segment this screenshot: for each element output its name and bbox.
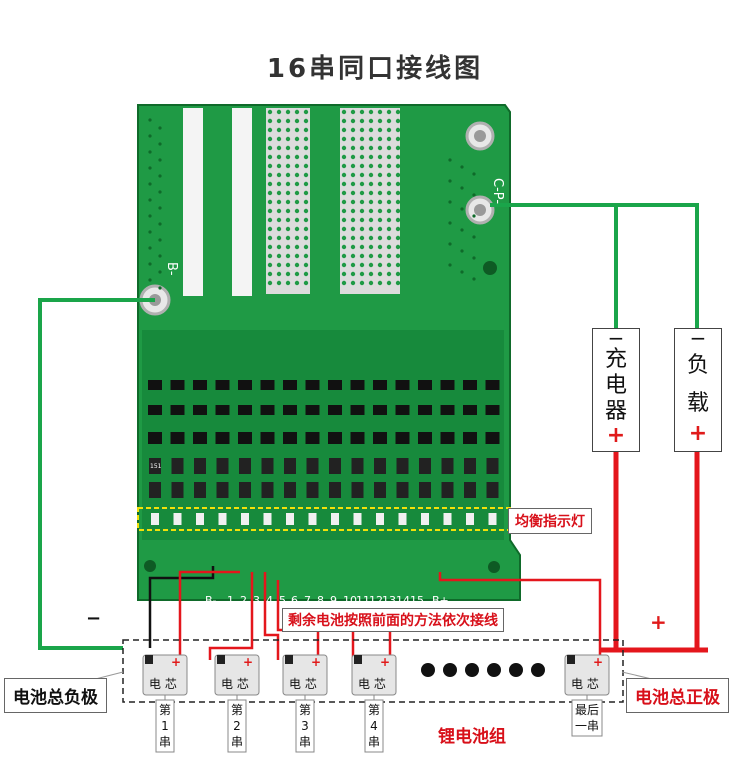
serial-label: 第 <box>231 703 243 717</box>
total-negative-label: 电池总负极 <box>4 678 107 713</box>
pin-label: 2 <box>240 594 247 607</box>
pin-label: B- <box>205 594 217 607</box>
pin-label: 1 <box>227 594 234 607</box>
serial-label: 第 <box>299 703 311 717</box>
pin-label: 6 <box>291 594 298 607</box>
pcb-board: 151 <box>137 104 521 601</box>
cell-name: 电 芯 <box>571 677 599 691</box>
total-positive-label: 电池总正极 <box>626 678 729 713</box>
pin-label: 14 <box>396 594 410 607</box>
pin-label: 8 <box>317 594 324 607</box>
cell-plus: + <box>311 655 321 669</box>
charger-char-2: 电 <box>604 373 627 398</box>
load-plus: + <box>688 421 708 446</box>
pin-label: 9 <box>330 594 337 607</box>
balance-light-label: 均衡指示灯 <box>508 508 592 534</box>
charger-plus: + <box>606 423 626 448</box>
resistor-code: 151 <box>150 463 162 470</box>
cell-plus: + <box>380 655 390 669</box>
pin-label: 13 <box>382 594 396 607</box>
positive-sign: + <box>650 610 667 634</box>
load-label: − 负 载 + <box>674 328 722 452</box>
serial-label: 串 <box>368 735 380 749</box>
serial-label: 最后 <box>575 703 599 717</box>
pin-label: 12 <box>369 594 383 607</box>
charger-label: − 充 电 器 + <box>592 328 640 452</box>
serial-label: 一串 <box>575 719 599 733</box>
pin-label: 10 <box>343 594 357 607</box>
cell-plus: + <box>243 655 253 669</box>
serial-label: 3 <box>301 719 309 733</box>
serial-label: 4 <box>370 719 378 733</box>
serial-label-box <box>571 699 603 737</box>
cell-name: 电 芯 <box>149 677 177 691</box>
page-title: 16串同口接线图 <box>266 54 484 84</box>
cell-name: 电 芯 <box>289 677 317 691</box>
pin-label: 11 <box>356 594 370 607</box>
load-minus: − <box>689 326 707 350</box>
pin-label: 7 <box>304 594 311 607</box>
serial-label: 第 <box>159 703 171 717</box>
cell-name: 电 芯 <box>358 677 386 691</box>
pin-label: B+ <box>432 594 449 607</box>
cell-plus: + <box>593 655 603 669</box>
cell-plus: + <box>171 655 181 669</box>
ellipsis-dots <box>421 663 545 677</box>
serial-label: 1 <box>161 719 169 733</box>
pin-label: 5 <box>279 594 286 607</box>
serial-label: 串 <box>159 735 171 749</box>
remaining-wiring-note: 剩余电池按照前面的方法依次接线 <box>282 608 504 632</box>
pin-label: 3 <box>253 594 260 607</box>
pin-label: 4 <box>266 594 273 607</box>
cell-name: 电 芯 <box>221 677 249 691</box>
charger-minus: − <box>607 326 625 350</box>
negative-sign: − <box>86 608 102 629</box>
cp-board-mark: C-P- <box>490 178 505 204</box>
serial-label: 串 <box>231 735 243 749</box>
charger-char-1: 充 <box>604 347 627 372</box>
charger-char-3: 器 <box>604 399 627 424</box>
pin-label: 15 <box>410 594 424 607</box>
serial-label: 串 <box>299 735 311 749</box>
bminus-board-mark: B- <box>164 262 179 276</box>
serial-label: 第 <box>368 703 380 717</box>
serial-label: 2 <box>233 719 241 733</box>
wiring <box>38 203 708 660</box>
load-char-2: 载 <box>686 391 709 416</box>
battery-pack-label: 锂电池组 <box>438 727 506 747</box>
load-char-1: 负 <box>686 353 709 378</box>
